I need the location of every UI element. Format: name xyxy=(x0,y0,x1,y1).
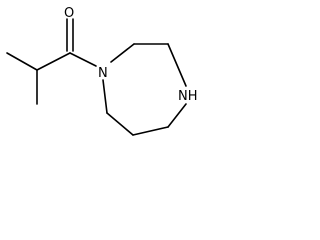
chemical-structure: O N NH xyxy=(6,6,198,136)
bond-methyl-upper xyxy=(6,52,38,71)
ring-bond-c5-c6 xyxy=(132,126,169,136)
bond-carbonyl-nitrogen xyxy=(69,52,97,67)
ring-bond-c6-c7 xyxy=(106,112,134,136)
atom-nitrogen-amine: NH xyxy=(178,89,198,104)
atom-oxygen: O xyxy=(64,6,74,21)
bond-ch-carbonyl xyxy=(36,52,71,71)
ring-bond-n1-c2 xyxy=(110,43,135,63)
ring-bond-c7-n1 xyxy=(102,79,108,114)
atom-nitrogen-amide: N xyxy=(98,66,108,81)
ring-bond-n4-c5 xyxy=(167,103,187,128)
ring-bond-c3-n4 xyxy=(167,43,187,87)
